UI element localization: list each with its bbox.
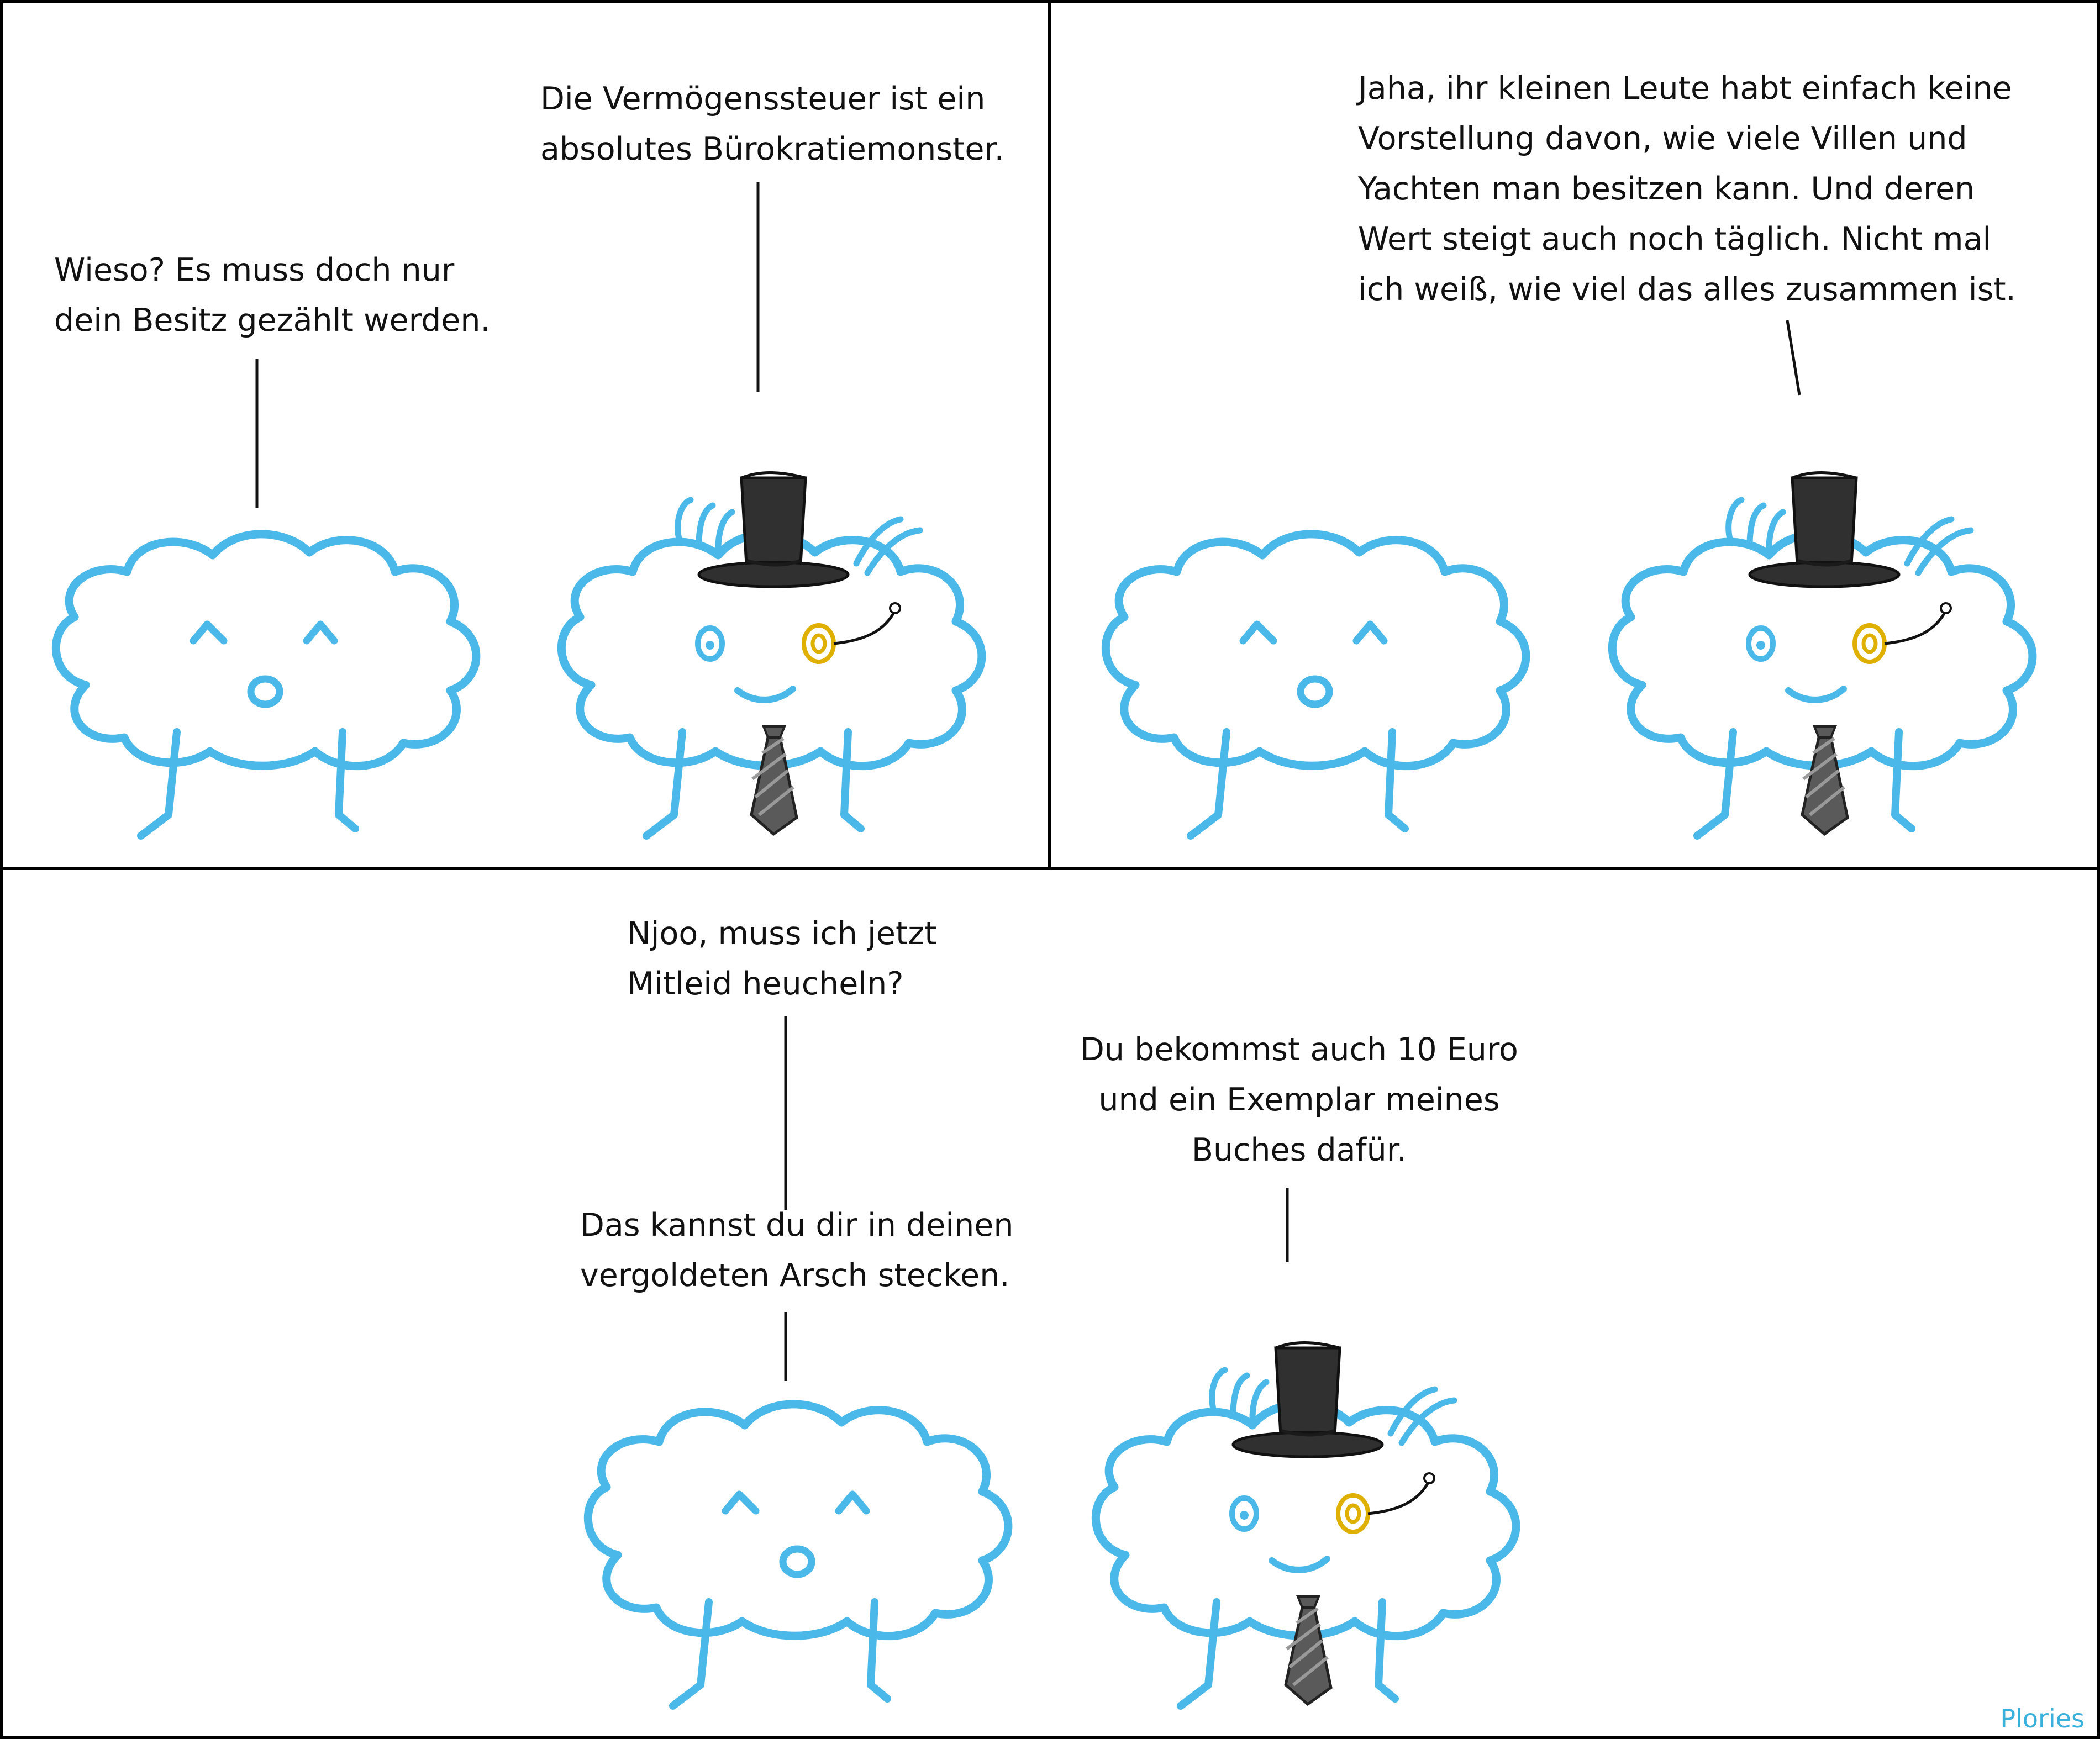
rich-cloud-character — [1096, 1343, 1516, 1706]
speech-tail-rich-cloud — [1786, 320, 1801, 396]
speech-text: Jaha, ihr kleinen Leute habt einfach kei… — [1358, 70, 2016, 308]
speech-text: Du bekommst auch 10 Euro und ein Exempla… — [1080, 1031, 1518, 1168]
panel-1 — [56, 182, 982, 836]
speech-text: Njoo, muss ich jetzt Mitleid heucheln? — [627, 915, 937, 1002]
cloud-character — [588, 1404, 1008, 1706]
rich-cloud-character — [561, 473, 982, 836]
speech-text: Die Vermögenssteuer ist ein absolutes Bü… — [540, 81, 1004, 167]
cloud-character — [1106, 534, 1526, 836]
artist-credit: Plories — [2000, 1704, 2085, 1733]
speech-text: Das kannst du dir in deinen vergoldeten … — [580, 1207, 1014, 1294]
speech-text: Wieso? Es muss doch nur dein Besitz gezä… — [54, 252, 491, 339]
rich-cloud-character — [1612, 473, 2033, 836]
cloud-character — [56, 534, 476, 836]
panel-3 — [588, 1016, 1516, 1706]
panel-2 — [1106, 320, 2033, 836]
